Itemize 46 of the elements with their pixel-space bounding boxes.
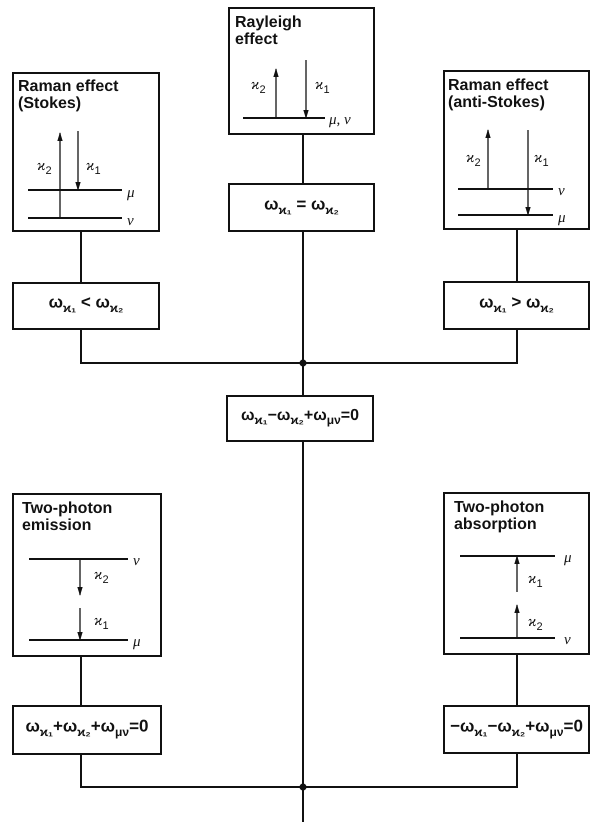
equation: −ω$_{ϰ₁}$−ω$_{ϰ₂}$+ω$_{μν}$=0 bbox=[450, 716, 583, 738]
symbol-label: ϰ$_{2}$ bbox=[251, 77, 266, 98]
connector-line bbox=[302, 135, 304, 183]
symbol-label: ϰ$_{2}$ bbox=[94, 567, 109, 588]
connector-line bbox=[80, 232, 82, 282]
equation-box bbox=[228, 183, 375, 232]
box-title: Raman effect (Stokes) bbox=[18, 78, 120, 112]
symbol-label: ϰ$_{2}$ bbox=[466, 150, 481, 171]
symbol-label: μ bbox=[558, 210, 566, 226]
symbol-label: ϰ$_{1}$ bbox=[86, 158, 101, 179]
symbol-label: ν bbox=[127, 213, 134, 229]
box-title: Two-photon absorption bbox=[454, 499, 546, 533]
equation-box bbox=[443, 281, 590, 330]
equation: ω$_{ϰ₁}$−ω$_{ϰ₂}$+ω$_{μν}$=0 bbox=[240, 406, 360, 427]
connector-line bbox=[516, 230, 518, 281]
symbol-label: ν bbox=[133, 553, 140, 569]
equation-box bbox=[226, 395, 374, 442]
equation: ω$_{ϰ₁}$ < ω$_{ϰ₂}$ bbox=[48, 292, 124, 315]
diagram-box bbox=[228, 7, 375, 135]
symbol-label: ϰ$_{1}$ bbox=[94, 613, 109, 634]
box-title: Rayleigh effect bbox=[235, 14, 303, 48]
symbol-label: μ bbox=[564, 550, 572, 566]
symbol-label: ϰ$_{2}$ bbox=[37, 158, 52, 179]
equation: ω$_{ϰ₁}$+ω$_{ϰ₂}$+ω$_{μν}$=0 bbox=[26, 716, 148, 739]
diagram-box bbox=[443, 492, 590, 655]
symbol-label: μ bbox=[133, 634, 141, 650]
symbol-label: μ, ν bbox=[329, 112, 351, 128]
box-title: Raman effect (anti-Stokes) bbox=[448, 77, 550, 111]
equation: ω$_{ϰ₁}$ > ω$_{ϰ₂}$ bbox=[479, 292, 554, 314]
symbol-label: ν bbox=[558, 183, 565, 199]
symbol-label: ϰ$_{1}$ bbox=[315, 77, 330, 98]
equation-box bbox=[443, 705, 590, 754]
equation-box bbox=[12, 282, 160, 330]
connector-line bbox=[80, 657, 82, 705]
symbol-label: ϰ$_{2}$ bbox=[528, 614, 543, 635]
symbol-label: μ bbox=[127, 185, 135, 201]
diagram-box bbox=[443, 70, 590, 230]
box-title: Two-photon emission bbox=[22, 500, 114, 534]
symbol-label: ϰ$_{1}$ bbox=[528, 571, 543, 592]
diagram-box bbox=[12, 72, 160, 232]
symbol-label: ϰ$_{1}$ bbox=[534, 150, 549, 171]
connector-line bbox=[516, 655, 518, 705]
symbol-label: ν bbox=[564, 632, 571, 648]
diagram-box bbox=[12, 493, 162, 657]
equation-box bbox=[12, 705, 162, 755]
equation: ω$_{ϰ₁}$ = ω$_{ϰ₂}$ bbox=[264, 194, 339, 216]
